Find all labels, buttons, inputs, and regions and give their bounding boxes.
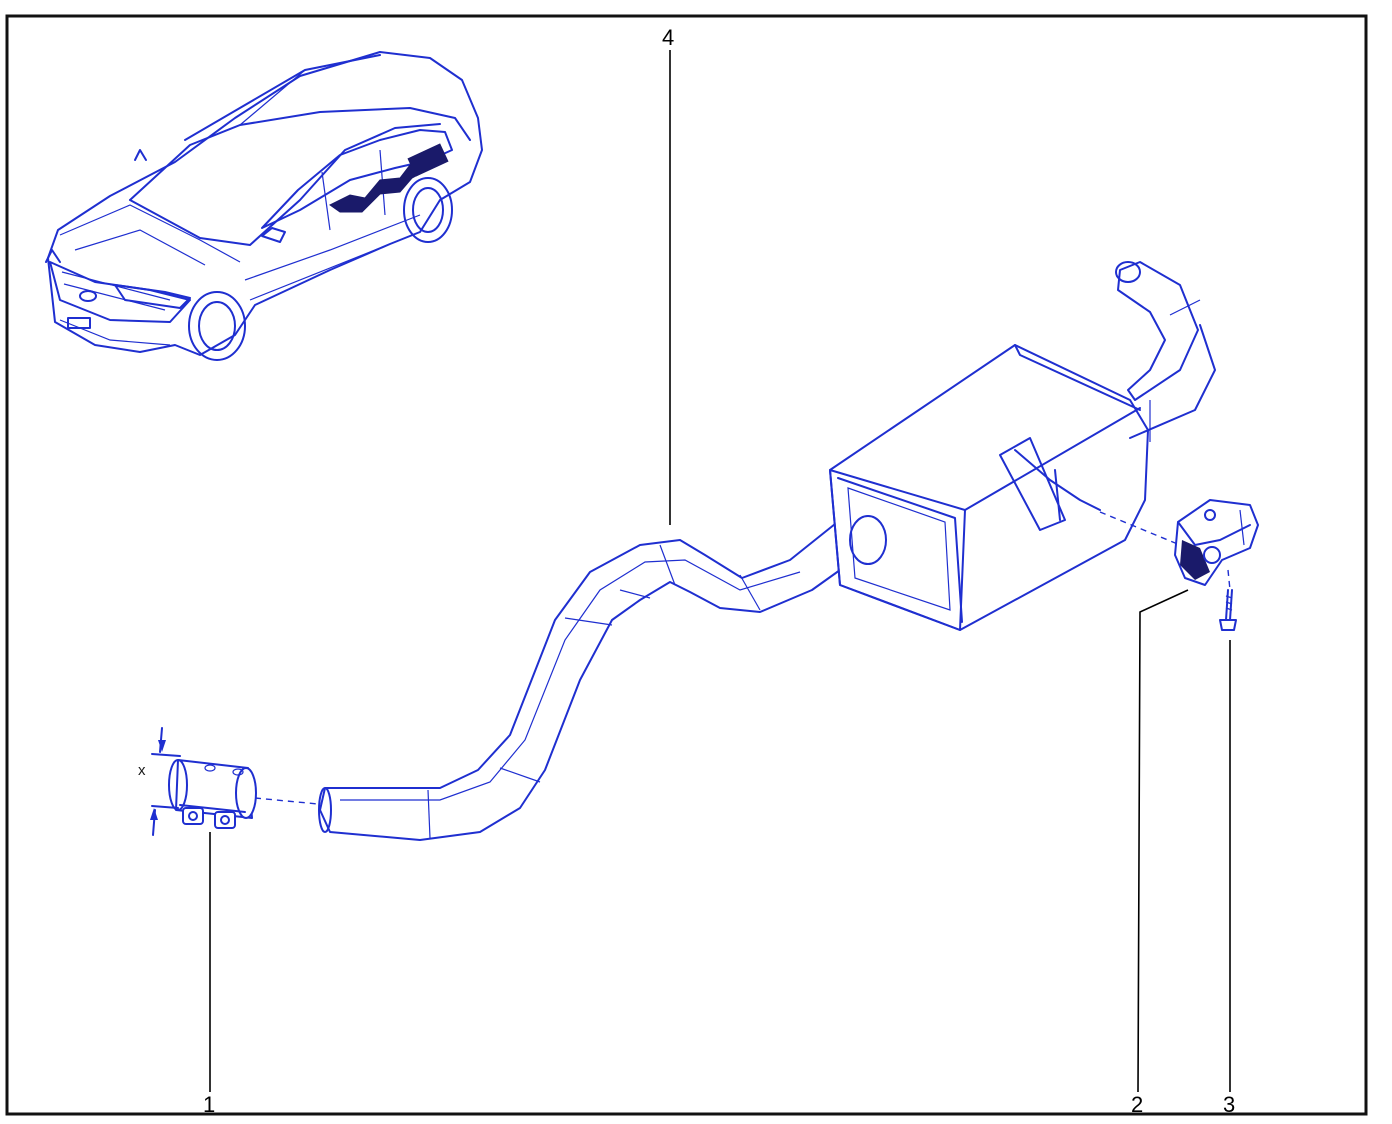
callout-2: 2 bbox=[1131, 1092, 1144, 1117]
leader-line-2 bbox=[1137, 589, 1189, 1093]
assembly-line-bracket bbox=[1099, 511, 1181, 546]
callout-4: 4 bbox=[662, 25, 675, 50]
silencer bbox=[829, 261, 1216, 631]
exhaust-pipe bbox=[318, 519, 869, 841]
car-illustration bbox=[45, 51, 483, 361]
dimension-label-x: x bbox=[138, 762, 146, 779]
callout-3: 3 bbox=[1223, 1092, 1236, 1117]
assembly-line-bolt bbox=[1227, 569, 1231, 591]
hanger-bracket bbox=[1174, 499, 1259, 586]
assembly-line-clamp bbox=[254, 797, 319, 805]
bolt bbox=[1219, 589, 1237, 631]
diagram-border bbox=[5, 14, 1368, 1116]
callout-1: 1 bbox=[203, 1092, 216, 1117]
clamp bbox=[150, 727, 257, 836]
